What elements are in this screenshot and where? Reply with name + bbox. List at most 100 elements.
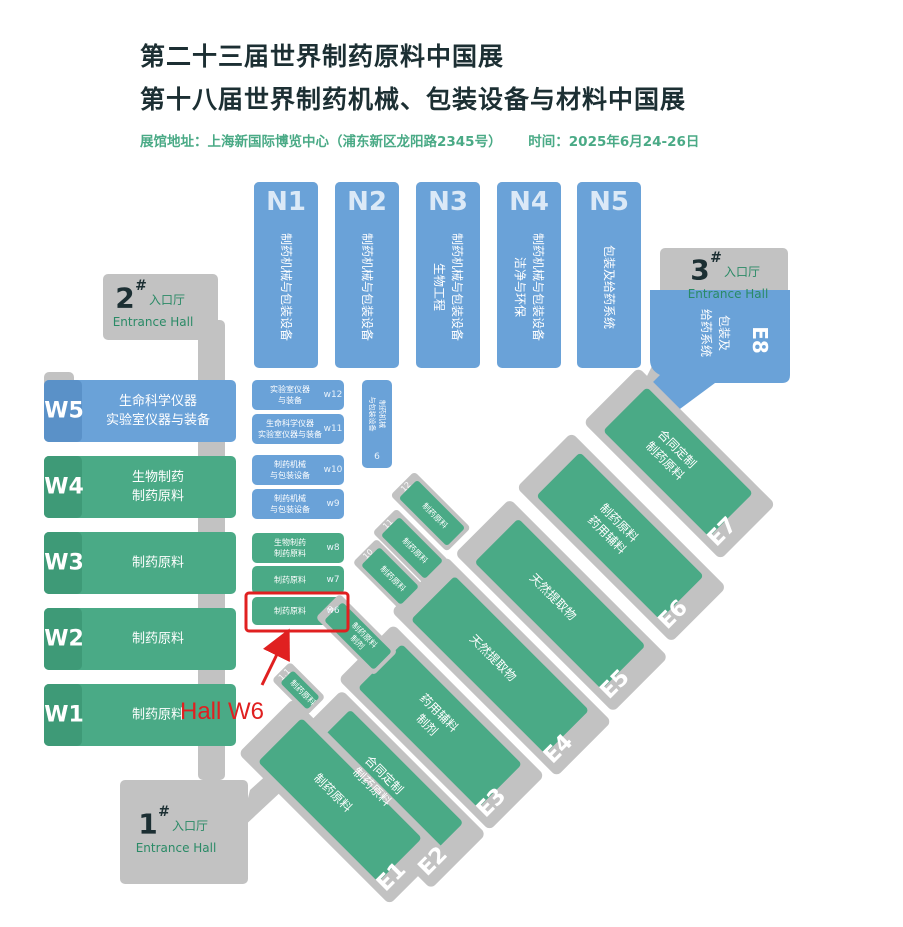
- hall-w2-label: 制药原料: [132, 632, 184, 647]
- hall-e3[interactable]: [338, 624, 544, 830]
- hall-w6-label: 制药原料: [274, 606, 306, 616]
- hall-n5[interactable]: [577, 182, 641, 368]
- hall-w3-tab: [44, 532, 82, 594]
- hall-small-10-shape: [362, 548, 418, 604]
- entrance-1-label: 入口厅: [172, 819, 208, 833]
- hall-e3-shape: [359, 645, 521, 807]
- hall-small-11-shape: [382, 518, 442, 578]
- venue-address: 展馆地址：上海新国际博览中心（浦东新区龙阳路2345号）: [140, 134, 502, 150]
- hall-w6-strip-code: 6: [374, 452, 380, 462]
- hall-small-9[interactable]: [316, 594, 398, 676]
- hall-w7[interactable]: [252, 566, 344, 594]
- hall-w3-label: 制药原料: [132, 556, 184, 571]
- hall-w7-label: 制药原料: [274, 575, 306, 585]
- hall-w6-strip-shape: [362, 380, 392, 468]
- hall-w7-shape: [252, 566, 344, 594]
- hall-n1-shape: [254, 182, 318, 368]
- hall-w5-label: 生命科学仪器: [119, 393, 197, 409]
- hall-e1-shape: [259, 719, 421, 881]
- hall-w4-tab: [44, 456, 82, 518]
- hall-w1-shape: [44, 684, 236, 746]
- hall-w11-code: w11: [324, 424, 343, 434]
- hall-n1[interactable]: [254, 182, 318, 368]
- hall-e8-shape: [640, 290, 790, 420]
- hall-n5-shape: [577, 182, 641, 368]
- hall-w6-annotation: Hall W6: [180, 698, 265, 725]
- hall-n3[interactable]: [416, 182, 480, 368]
- hall-w5[interactable]: [44, 380, 236, 442]
- hall-w1-code: W1: [44, 703, 84, 728]
- hall-w8-shape: [252, 533, 344, 563]
- hall-w6-strip[interactable]: [362, 380, 392, 468]
- hall-e5-shape: [476, 520, 644, 688]
- hall-n5-label: 包装及给药系统: [602, 245, 616, 329]
- entrance-2-mark: #: [135, 278, 147, 294]
- hall-w3-code: W3: [44, 551, 84, 576]
- w6-arrow: [260, 628, 290, 686]
- hall-w11-shape: [252, 414, 344, 444]
- hall-w2-tab: [44, 608, 82, 670]
- hall-w5-code: W5: [44, 399, 84, 424]
- hall-w5-label: 实验室仪器与装备: [106, 412, 210, 428]
- hall-w10-shape: [252, 455, 344, 485]
- hall-e6[interactable]: [516, 432, 726, 642]
- hall-label-line: 生物工程: [432, 263, 447, 311]
- hall-w9[interactable]: [252, 489, 344, 519]
- hall-label-line: 洁净与环保: [513, 257, 527, 317]
- hall-small-12-shape: [400, 481, 464, 545]
- hall-e6-shape: [537, 453, 703, 619]
- hall-label-line: 制药机械与包装设备: [360, 233, 375, 341]
- hall-w8-label: 生物制药: [274, 537, 306, 547]
- entrance-2-en: Entrance Hall: [113, 315, 194, 329]
- hall-w5-tab: [44, 380, 82, 442]
- hall-w12[interactable]: [252, 380, 344, 410]
- hall-w11-label: 生命科学仪器: [266, 418, 314, 428]
- hall-e5[interactable]: [455, 499, 669, 713]
- entrance-1-block: [120, 780, 248, 884]
- hall-w8[interactable]: [252, 533, 344, 563]
- hall-label-line: 与包装设备: [368, 397, 377, 432]
- hall-n4-shape: [497, 182, 561, 368]
- hall-w11[interactable]: [252, 414, 344, 444]
- hall-e1[interactable]: [238, 698, 444, 904]
- hall-small-12[interactable]: [390, 471, 471, 552]
- hall-n4[interactable]: [497, 182, 561, 368]
- hall-w3[interactable]: [44, 532, 236, 594]
- hall-e8[interactable]: [640, 290, 790, 420]
- hall-w1-label: 制药原料: [132, 708, 184, 723]
- w6-highlight-box: [244, 591, 350, 633]
- hall-w4-shape: [44, 456, 236, 518]
- hall-w5-shape: [44, 380, 236, 442]
- hall-small-11[interactable]: [372, 508, 448, 584]
- entrance-3-mark: #: [710, 250, 722, 266]
- hall-w8-label: 制药原料: [274, 548, 306, 558]
- hall-w4[interactable]: [44, 456, 236, 518]
- hall-label-line: 制药机械与包装设备: [450, 233, 465, 341]
- page-title: 第二十三届世界制药原料中国展: [140, 42, 505, 71]
- hall-n2[interactable]: [335, 182, 399, 368]
- hall-w9-label: 与包装设备: [270, 504, 310, 514]
- hall-w10-code: w10: [324, 465, 343, 475]
- hall-e4-shape: [412, 577, 588, 753]
- hall-e8-code: E8: [748, 326, 772, 354]
- hall-w12-shape: [252, 380, 344, 410]
- hall-w7-code: w7: [326, 575, 339, 585]
- hall-w2[interactable]: [44, 608, 236, 670]
- hall-n3-shape: [416, 182, 480, 368]
- hall-small-1-1[interactable]: [272, 662, 326, 716]
- hall-small-10[interactable]: [353, 539, 425, 611]
- hall-label-line: 制药机械与包装设备: [279, 233, 294, 341]
- entrance-1-mark: #: [158, 804, 170, 820]
- hall-e4[interactable]: [391, 556, 612, 777]
- hall-e2[interactable]: [287, 690, 486, 889]
- entrance-1-en: Entrance Hall: [136, 841, 217, 855]
- hall-w1[interactable]: [44, 684, 236, 746]
- hall-small-9-shape: [325, 603, 391, 669]
- hall-w10[interactable]: [252, 455, 344, 485]
- hall-e7[interactable]: [583, 367, 775, 559]
- hall-w9-label: 制药机械: [274, 493, 306, 503]
- exhibition-time: 时间：2025年6月24-26日: [528, 134, 700, 150]
- hall-w2-code: W2: [44, 627, 84, 652]
- hall-w8-code: w8: [326, 543, 339, 553]
